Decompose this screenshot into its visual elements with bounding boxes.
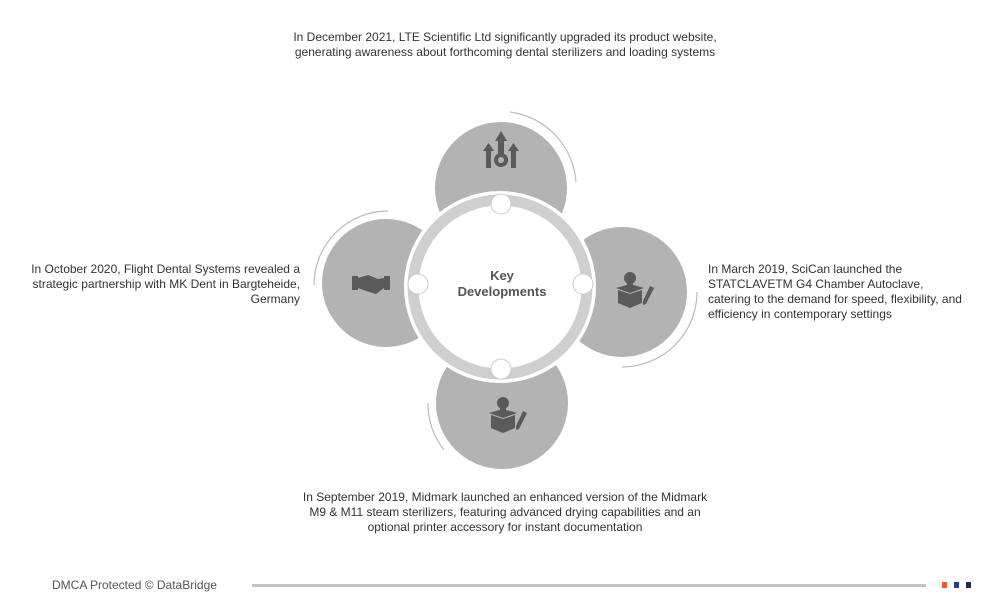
ring-node-bottom bbox=[490, 358, 512, 380]
ring-node-right bbox=[572, 273, 594, 295]
footer-divider bbox=[252, 584, 926, 587]
brand-square-navy bbox=[966, 582, 971, 588]
footer-copyright: DMCA Protected © DataBridge bbox=[52, 578, 217, 592]
development-right-text: In March 2019, SciCan launched the STATC… bbox=[708, 262, 962, 321]
ring-node-top bbox=[490, 193, 512, 215]
outer-arc-top bbox=[509, 111, 577, 183]
center-label-line1: Key bbox=[490, 268, 515, 283]
development-top-text: In December 2021, LTE Scientific Ltd sig… bbox=[293, 30, 717, 59]
handshake-icon bbox=[352, 275, 390, 294]
idea-box-icon bbox=[616, 272, 654, 308]
development-bottom-text: In September 2019, Midmark launched an e… bbox=[302, 490, 708, 534]
brand-square-blue bbox=[954, 582, 959, 588]
brand-square-orange bbox=[942, 582, 947, 588]
ring-node-left bbox=[407, 273, 429, 295]
growth-gear-icon bbox=[483, 131, 519, 168]
center-disc bbox=[418, 205, 582, 369]
outer-arc-right bbox=[621, 291, 698, 368]
development-left-text: In October 2020, Flight Dental Systems r… bbox=[31, 262, 300, 306]
outer-arc-left bbox=[313, 210, 389, 286]
idea-box-icon bbox=[489, 397, 527, 433]
outer-arc-bottom bbox=[427, 402, 445, 451]
center-label-line2: Developments bbox=[458, 284, 547, 299]
